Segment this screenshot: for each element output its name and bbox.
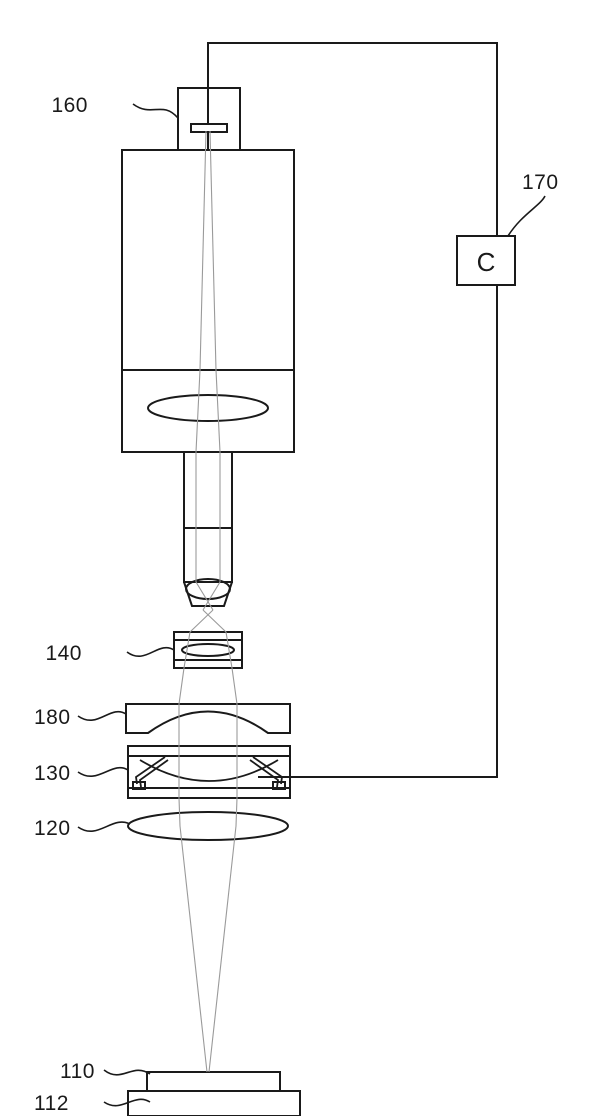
element-130-electrode-left [132,781,146,790]
element-130-electrode-right [272,781,286,790]
element-130-actuator-left-inner [139,759,169,788]
leader-lines [77,103,546,1107]
tube-lens [147,394,269,422]
ray-bundle [178,130,238,1073]
ray-right-lower [208,825,237,1073]
leader-112 [103,1098,151,1107]
ray-right-mid [202,609,238,827]
element-120-lens [127,811,289,841]
leader-110 [103,1069,151,1076]
element-130-membrane [139,759,279,782]
element-140-lens [181,643,235,657]
ray-left-upper [195,130,214,611]
leader-120 [77,821,131,833]
label-110: 110 [60,1060,95,1083]
microscope-upper-body [121,149,295,371]
controller-symbol-c: C [477,247,496,277]
stage-112 [127,1090,301,1116]
leader-170 [507,195,546,237]
ray-right-upper [202,130,221,611]
leader-130 [77,767,129,778]
label-180: 180 [34,706,71,729]
label-140: 140 [45,642,82,665]
label-112: 112 [34,1092,69,1115]
leader-160 [132,103,179,119]
element-130-actuator-right-inner [249,759,279,788]
label-160: 160 [51,94,88,117]
objective-front-lens [185,578,231,600]
element-130-housing [127,745,291,799]
ray-left-mid [178,609,214,827]
wire-camera-to-controller [207,42,498,236]
ray-left-lower [179,825,208,1073]
label-130: 130 [34,762,71,785]
microscope-lens-chamber [121,369,295,453]
camera-sensor-slit [190,123,228,133]
label-170: 170 [522,171,559,194]
controller-box-170 [456,235,516,286]
sample-110 [146,1071,281,1092]
element-140-frame [173,631,243,669]
wire-controller-to-lens130 [258,285,498,778]
objective-barrel-lower [183,527,233,583]
element-180-body [125,703,291,734]
leader-140 [126,647,175,658]
objective-barrel-upper [183,451,233,529]
leader-180 [77,711,127,722]
label-120: 120 [34,817,71,840]
